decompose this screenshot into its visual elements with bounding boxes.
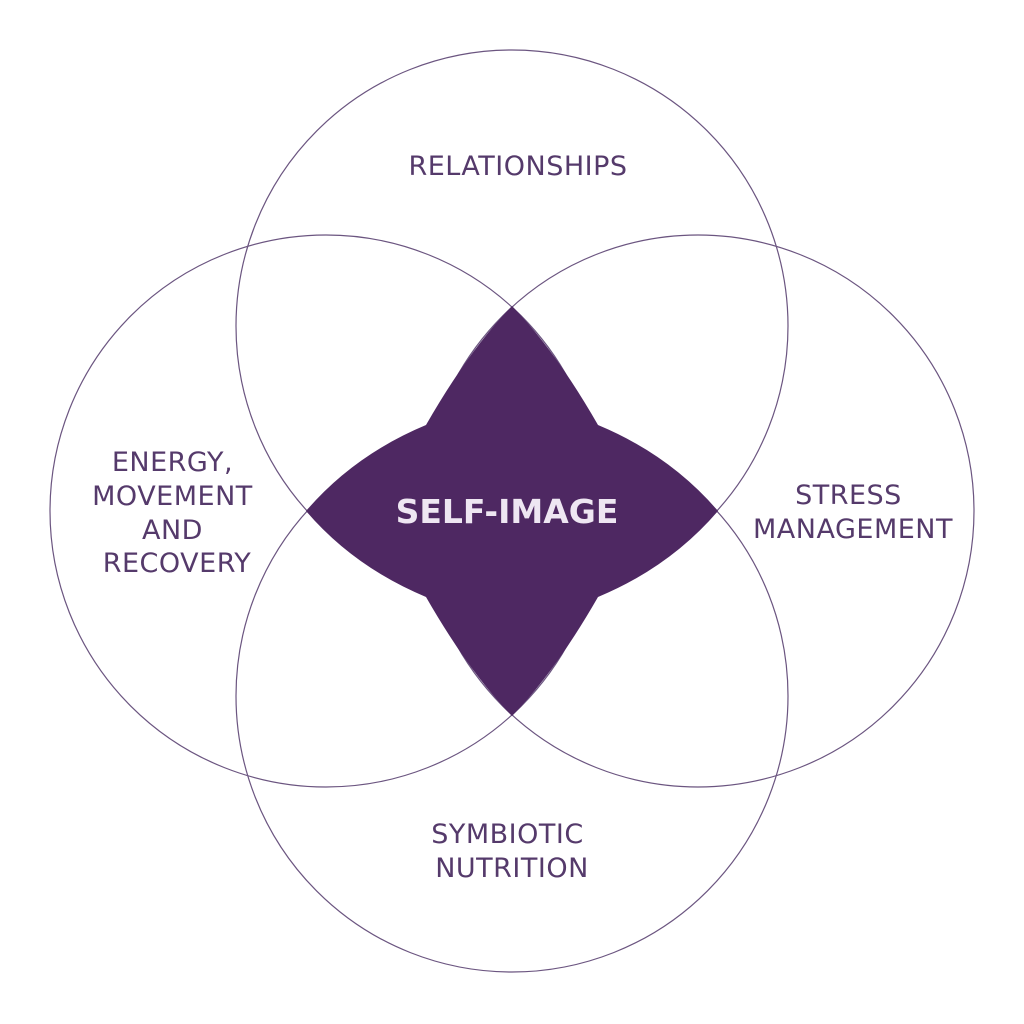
stress-management-label: STRESS MANAGEMENT [753, 480, 953, 545]
energy-line-2: MOVEMENT [92, 481, 253, 512]
energy-movement-recovery-label: ENERGY, MOVEMENT AND RECOVERY [92, 447, 262, 579]
energy-line-1: ENERGY, [112, 447, 233, 478]
symbiotic-nutrition-label: SYMBIOTIC NUTRITION [431, 819, 593, 884]
nutrition-line-2: NUTRITION [435, 853, 589, 884]
self-image-shape [306, 306, 718, 716]
self-image-label: SELF-IMAGE [396, 492, 619, 531]
relationships-label: RELATIONSHIPS [408, 151, 627, 182]
stress-line-1: STRESS [795, 480, 902, 511]
nutrition-line-1: SYMBIOTIC [431, 819, 583, 850]
stress-line-2: MANAGEMENT [753, 514, 953, 545]
energy-line-3: AND [142, 515, 203, 546]
energy-line-4: RECOVERY [103, 548, 252, 579]
